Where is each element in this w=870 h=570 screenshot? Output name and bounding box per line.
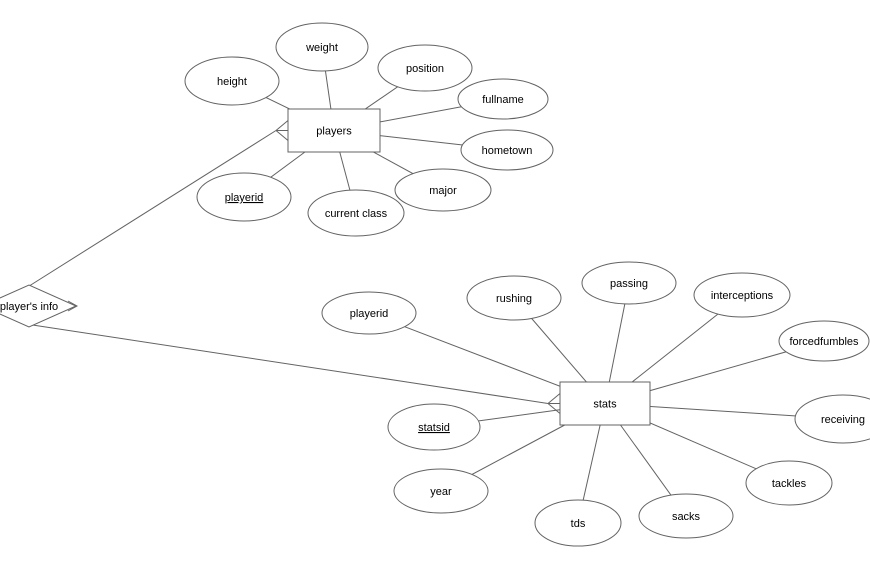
attribute-label-hometown: hometown — [482, 145, 533, 157]
relationship-line-players — [25, 130, 277, 289]
attribute-ellipse-tackles — [745, 460, 833, 506]
attribute-label-forcedfumbles: forcedfumbles — [789, 336, 859, 348]
attribute-ellipse-weight — [275, 22, 369, 72]
attribute-ellipse-position — [377, 44, 473, 92]
attribute-label-tackles: tackles — [772, 478, 807, 490]
attribute-label-interceptions: interceptions — [711, 290, 774, 302]
attribute-label-playerid-stats: playerid — [350, 308, 389, 320]
attribute-ellipse-playerid — [196, 172, 292, 222]
crows-foot-stats — [547, 393, 561, 404]
attribute-label-weight: weight — [305, 42, 338, 54]
attribute-label-receiving: receiving — [821, 414, 865, 426]
attribute-ellipse-height — [184, 56, 280, 106]
attribute-label-position: position — [406, 63, 444, 75]
attribute-label-tds: tds — [571, 518, 586, 530]
attribute-label-statsid: statsid — [418, 422, 450, 434]
attribute-label-current-class: current class — [325, 208, 388, 220]
entity-label-players: players — [316, 126, 352, 138]
attribute-label-major: major — [429, 185, 457, 197]
attribute-ellipse-rushing — [466, 275, 562, 321]
attribute-ellipse-playerid-stats — [321, 291, 417, 335]
attribute-ellipse-forcedfumbles — [778, 320, 870, 362]
entity-label-stats: stats — [593, 399, 617, 411]
entity-rect-players — [287, 108, 381, 153]
attribute-ellipse-current-class — [307, 189, 405, 237]
attribute-label-rushing: rushing — [496, 293, 532, 305]
attribute-ellipse-passing — [581, 261, 677, 305]
crows-foot-players — [275, 130, 289, 141]
crows-foot-stats — [547, 403, 561, 414]
attribute-ellipse-interceptions — [693, 272, 791, 318]
diagram-shapes: player's info weight height position fullnam… — [0, 22, 870, 547]
attribute-label-fullname: fullname — [482, 94, 524, 106]
attribute-ellipse-major — [394, 168, 492, 212]
attribute-label-playerid: playerid — [225, 192, 264, 204]
attribute-ellipse-sacks — [638, 493, 734, 539]
attribute-ellipse-hometown — [460, 129, 554, 171]
attribute-ellipse-receiving — [794, 394, 870, 444]
relationship-line-stats — [25, 323, 549, 404]
relationship-label-players-info: player's info — [0, 301, 58, 313]
diamond-right-arrowhead-icon — [67, 300, 79, 312]
attribute-label-year: year — [430, 486, 452, 498]
attribute-label-sacks: sacks — [672, 511, 701, 523]
attribute-ellipse-fullname — [457, 78, 549, 120]
attribute-label-passing: passing — [610, 278, 648, 290]
attribute-ellipse-year — [393, 468, 489, 514]
entity-rect-stats — [559, 381, 651, 426]
attribute-ellipse-statsid — [387, 403, 481, 451]
crows-foot-players — [275, 120, 289, 131]
attribute-ellipse-tds — [534, 499, 622, 547]
attribute-label-height: height — [217, 76, 247, 88]
